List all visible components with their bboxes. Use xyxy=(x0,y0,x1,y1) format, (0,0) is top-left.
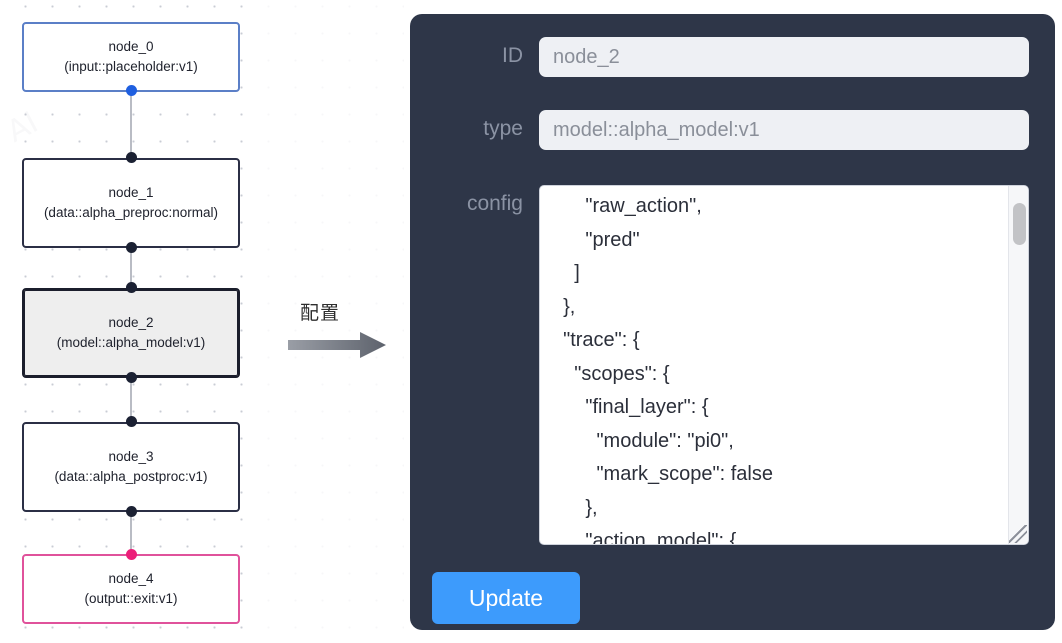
field-row-id: ID node_2 xyxy=(427,37,1029,77)
id-input[interactable]: node_2 xyxy=(539,37,1029,77)
edge-node2-node3 xyxy=(130,375,132,423)
port-node_3-out[interactable] xyxy=(126,506,137,517)
config-scrollbar-thumb[interactable] xyxy=(1013,203,1026,245)
pipeline-graph-canvas[interactable]: AI AI node_0 (input::placeholder:v1) nod… xyxy=(0,0,404,643)
graph-node-node_2[interactable]: node_2 (model::alpha_model:v1) xyxy=(22,288,240,378)
node-title: node_2 xyxy=(108,315,154,330)
config-label: config xyxy=(466,192,523,215)
type-label: type xyxy=(483,117,523,140)
port-node_4-in[interactable] xyxy=(126,549,137,560)
node-title: node_0 xyxy=(108,39,154,54)
node-subtitle: (data::alpha_preproc:normal) xyxy=(43,205,219,220)
graph-node-node_4[interactable]: node_4 (output::exit:v1) xyxy=(22,554,240,624)
update-button[interactable]: Update xyxy=(432,572,580,624)
graph-node-node_1[interactable]: node_1 (data::alpha_preproc:normal) xyxy=(22,158,240,248)
edge-node3-node4 xyxy=(130,510,132,555)
id-label: ID xyxy=(502,44,523,67)
port-node_0-out[interactable] xyxy=(126,85,137,96)
edge-node1-node2 xyxy=(130,245,132,290)
node-config-panel: ID node_2 type model::alpha_model:v1 con… xyxy=(410,14,1055,630)
config-textarea-wrapper[interactable]: "raw_action", "pred" ] }, "trace": { "sc… xyxy=(539,185,1029,545)
node-subtitle: (output::exit:v1) xyxy=(84,591,178,606)
node-subtitle: (data::alpha_postproc:v1) xyxy=(54,469,208,484)
transition-label: 配置 xyxy=(300,302,341,324)
node-title: node_4 xyxy=(108,571,154,586)
port-node_2-out[interactable] xyxy=(126,372,137,383)
field-row-config: config "raw_action", "pred" ] }, "trace"… xyxy=(427,185,1029,545)
node-subtitle: (model::alpha_model:v1) xyxy=(56,335,206,350)
port-node_1-in[interactable] xyxy=(126,152,137,163)
port-node_2-in[interactable] xyxy=(126,282,137,293)
transition-group: 配置 xyxy=(288,298,396,358)
config-textarea[interactable]: "raw_action", "pred" ] }, "trace": { "sc… xyxy=(563,195,773,545)
config-scrollbar[interactable] xyxy=(1008,186,1028,544)
port-node_1-out[interactable] xyxy=(126,242,137,253)
node-title: node_3 xyxy=(108,449,154,464)
textarea-resize-handle-icon[interactable] xyxy=(1009,525,1027,543)
type-input[interactable]: model::alpha_model:v1 xyxy=(539,110,1029,150)
right-arrow-icon xyxy=(288,332,386,358)
field-row-type: type model::alpha_model:v1 xyxy=(427,110,1029,150)
node-subtitle: (input::placeholder:v1) xyxy=(64,59,198,74)
watermark: AI xyxy=(1,105,44,150)
graph-node-node_0[interactable]: node_0 (input::placeholder:v1) xyxy=(22,22,240,92)
node-title: node_1 xyxy=(108,185,154,200)
graph-node-node_3[interactable]: node_3 (data::alpha_postproc:v1) xyxy=(22,422,240,512)
port-node_3-in[interactable] xyxy=(126,416,137,427)
edge-node0-node1 xyxy=(130,90,132,162)
